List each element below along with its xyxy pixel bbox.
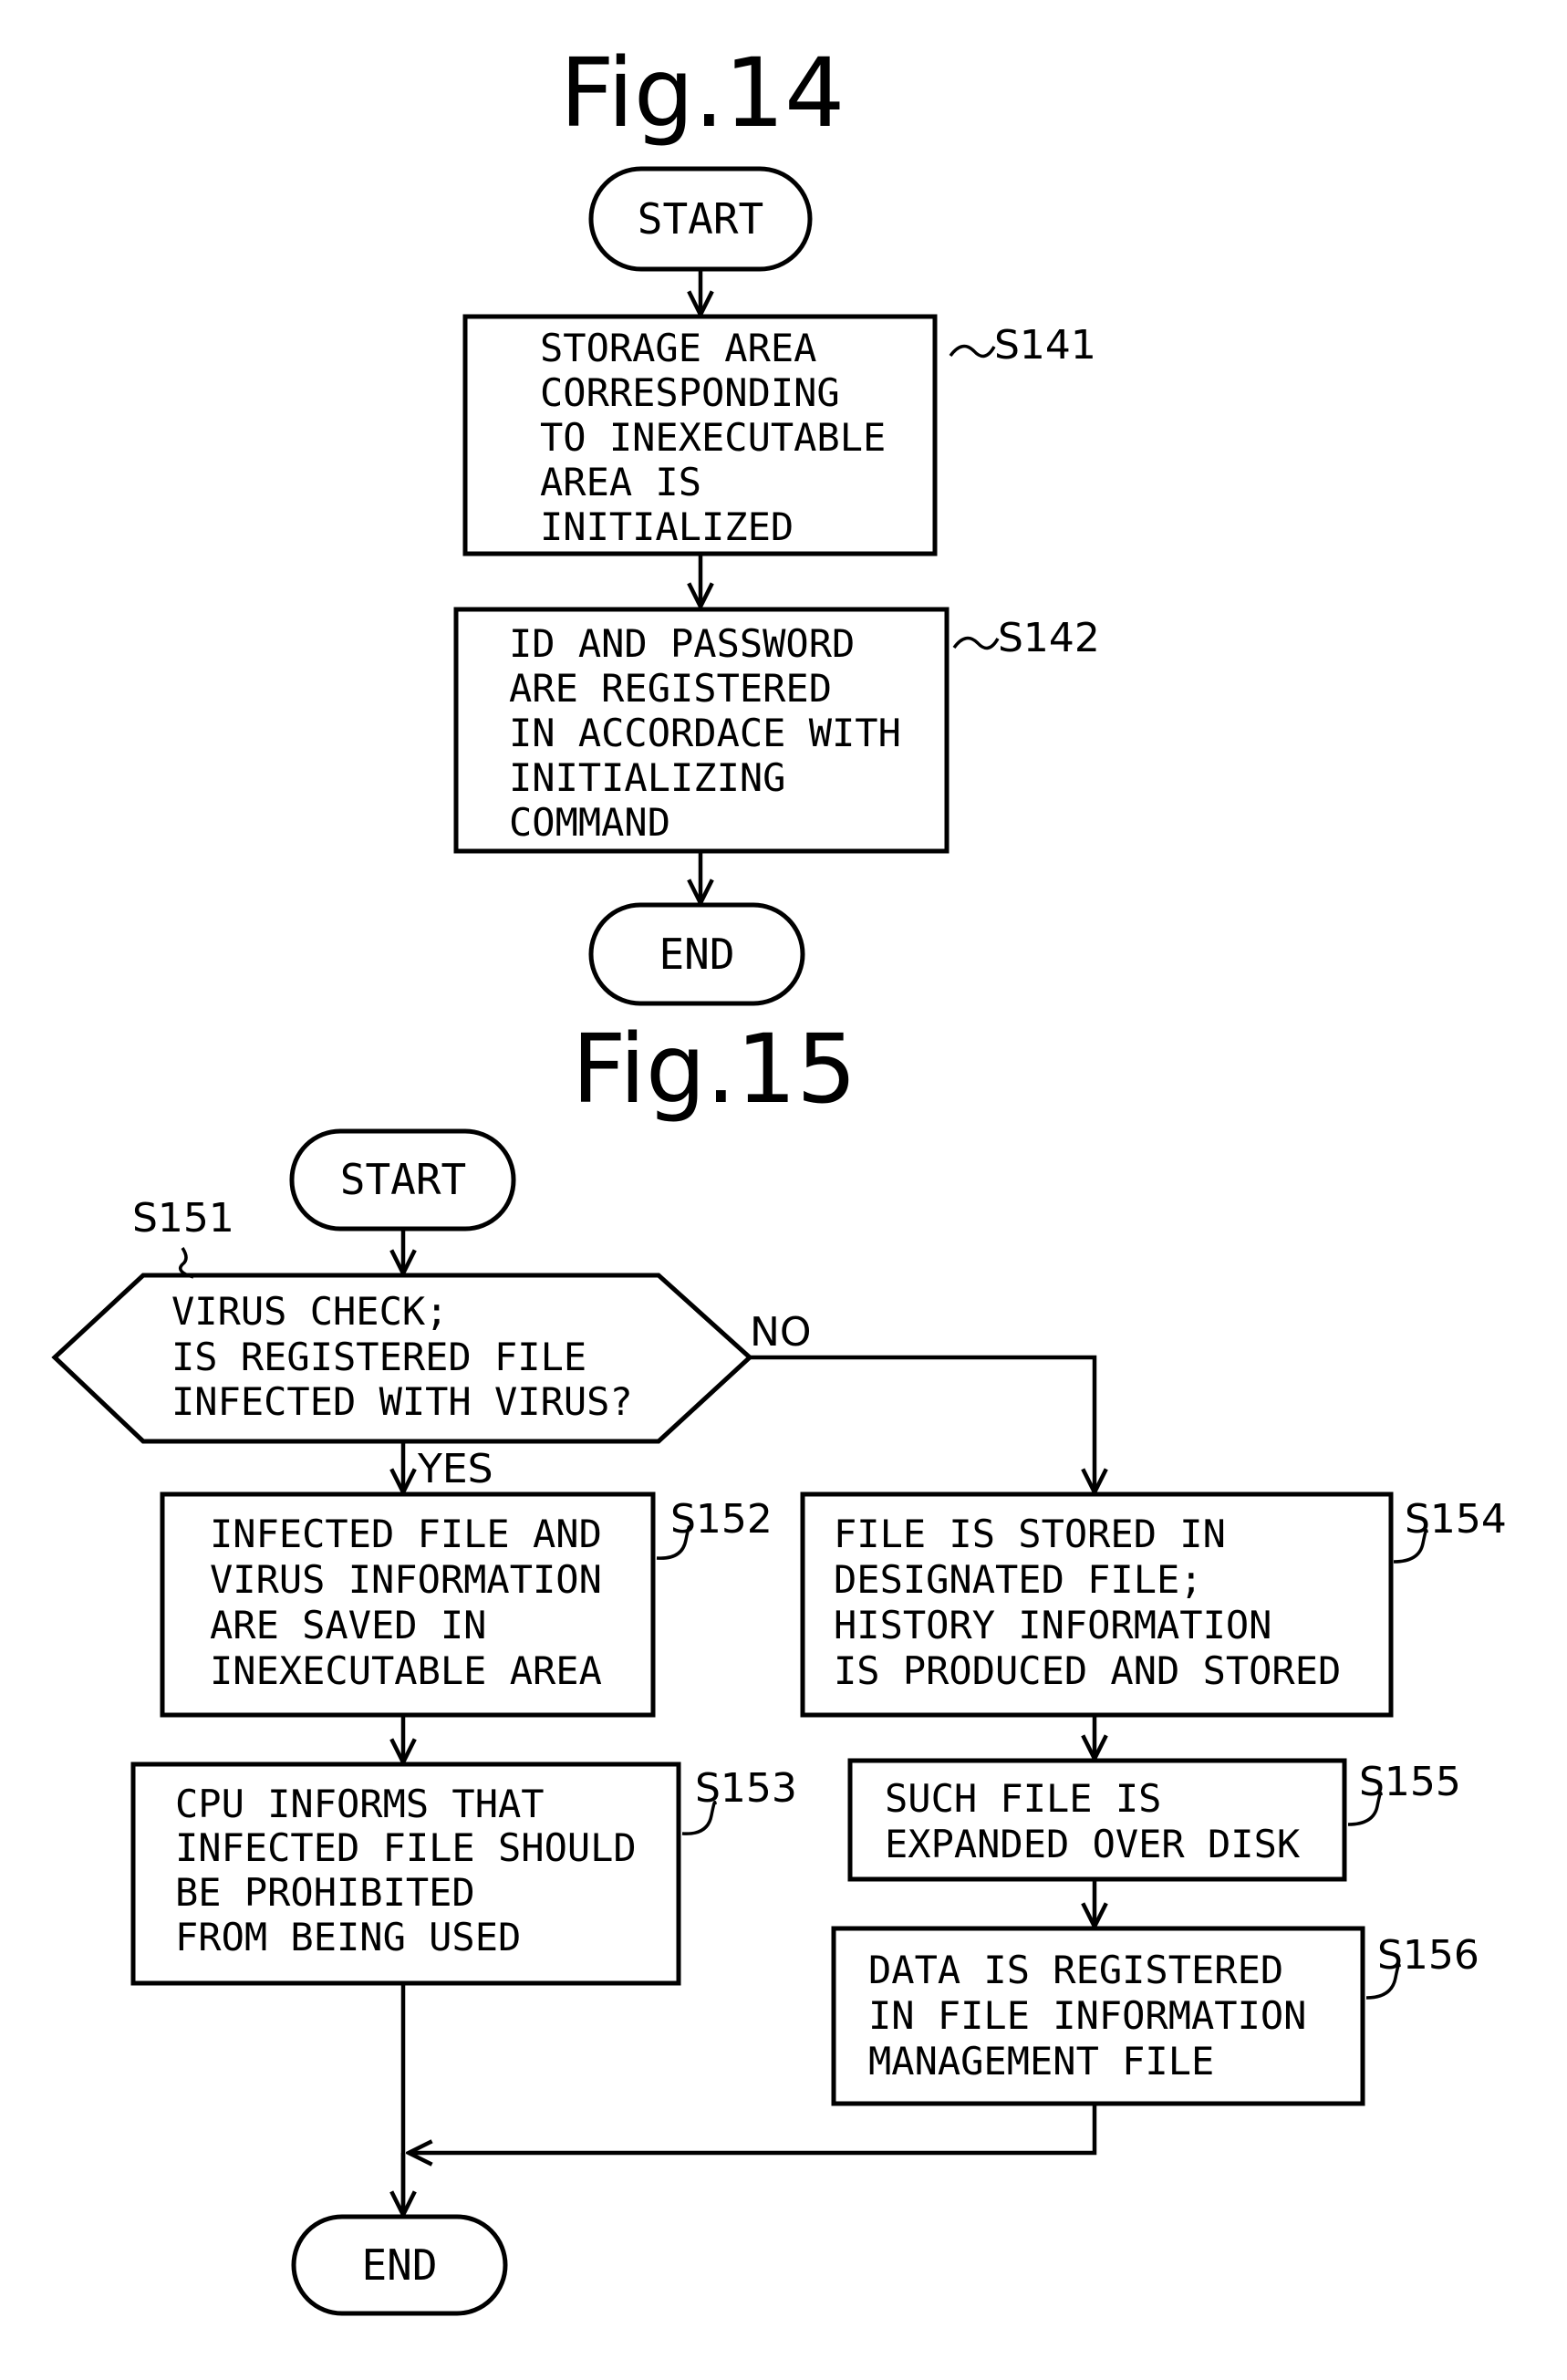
- fig14-title: Fig.14: [560, 37, 846, 149]
- s155-id: S155: [1359, 1759, 1461, 1805]
- fig15-arrow-no: [750, 1357, 1095, 1492]
- s142-id: S142: [998, 615, 1100, 661]
- fig15-step-s156: DATA IS REGISTERED IN FILE INFORMATION M…: [834, 1928, 1479, 2104]
- fig15-end-label: END: [361, 2240, 437, 2290]
- fig14-step-s141: STORAGE AREA CORRESPONDING TO INEXECUTAB…: [465, 317, 1096, 554]
- s152-line-3: ARE SAVED IN: [210, 1603, 486, 1647]
- s154-line-3: HISTORY INFORMATION: [834, 1603, 1271, 1647]
- fig15-yes-label: YES: [417, 1446, 493, 1492]
- s154-line-1: FILE IS STORED IN: [834, 1512, 1226, 1556]
- fig14-step-s142: ID AND PASSWORD ARE REGISTERED IN ACCORD…: [456, 609, 1100, 851]
- s152-line-2: VIRUS INFORMATION: [210, 1557, 602, 1602]
- s142-line-4: INITIALIZING: [509, 755, 785, 800]
- fig15: Fig.15 START VIRUS CHECK; IS REGISTERED …: [55, 1013, 1507, 2313]
- s152-id: S152: [670, 1496, 773, 1543]
- s156-line-3: MANAGEMENT FILE: [868, 2039, 1214, 2084]
- s156-line-2: IN FILE INFORMATION: [868, 1993, 1306, 2038]
- s155-line-2: EXPANDED OVER DISK: [885, 1822, 1301, 1866]
- s151-line-2: IS REGISTERED FILE: [171, 1335, 586, 1379]
- fig14-start-terminal: START: [591, 169, 810, 269]
- s151-id: S151: [132, 1195, 234, 1242]
- s141-line-5: INITIALIZED: [540, 504, 794, 549]
- fig15-arrow-s156-merge: [409, 2104, 1095, 2153]
- fig15-start-label: START: [340, 1155, 466, 1204]
- s156-line-1: DATA IS REGISTERED: [868, 1948, 1283, 1992]
- fig15-step-s153: CPU INFORMS THAT INFECTED FILE SHOULD BE…: [133, 1764, 797, 1983]
- fig15-title: Fig.15: [572, 1013, 857, 1125]
- fig14-end-label: END: [659, 930, 734, 979]
- s153-line-1: CPU INFORMS THAT: [175, 1782, 545, 1826]
- s141-line-3: TO INEXECUTABLE: [540, 415, 886, 460]
- s141-leader: [950, 347, 994, 357]
- s153-id: S153: [695, 1765, 797, 1812]
- s153-line-3: BE PROHIBITED: [175, 1870, 475, 1915]
- s154-line-2: DESIGNATED FILE;: [834, 1557, 1203, 1602]
- fig15-step-s154: FILE IS STORED IN DESIGNATED FILE; HISTO…: [803, 1494, 1507, 1715]
- s141-line-1: STORAGE AREA: [540, 326, 816, 370]
- fig15-step-s155: SUCH FILE IS EXPANDED OVER DISK S155: [850, 1759, 1461, 1879]
- fig14-end-terminal: END: [591, 905, 803, 1003]
- s142-line-2: ARE REGISTERED: [509, 666, 832, 711]
- s151-line-1: VIRUS CHECK;: [171, 1289, 448, 1334]
- s153-line-4: FROM BEING USED: [175, 1915, 521, 1959]
- s155-line-1: SUCH FILE IS: [885, 1776, 1161, 1821]
- s142-line-5: COMMAND: [509, 800, 670, 845]
- s156-id: S156: [1377, 1932, 1479, 1979]
- s152-line-4: INEXECUTABLE AREA: [210, 1648, 602, 1693]
- s154-line-4: IS PRODUCED AND STORED: [834, 1648, 1341, 1693]
- s154-id: S154: [1405, 1496, 1507, 1543]
- s151-line-3: INFECTED WITH VIRUS?: [171, 1379, 633, 1424]
- fig14-start-label: START: [638, 194, 763, 244]
- s141-id: S141: [994, 322, 1096, 369]
- s142-leader: [954, 639, 998, 649]
- s141-line-4: AREA IS: [540, 460, 701, 504]
- s141-line-2: CORRESPONDING: [540, 370, 840, 415]
- fig15-no-label: NO: [750, 1309, 812, 1356]
- s151-leader: [181, 1248, 193, 1277]
- s153-line-2: INFECTED FILE SHOULD: [175, 1825, 637, 1870]
- s152-line-1: INFECTED FILE AND: [210, 1512, 602, 1556]
- fig14: Fig.14 START STORAGE AREA CORRESPONDING …: [456, 37, 1100, 1003]
- s142-line-1: ID AND PASSWORD: [509, 621, 855, 666]
- fig15-step-s152: INFECTED FILE AND VIRUS INFORMATION ARE …: [162, 1494, 773, 1715]
- fig15-start-terminal: START: [292, 1131, 514, 1229]
- s142-line-3: IN ACCORDACE WITH: [509, 711, 901, 755]
- fig15-end-terminal: END: [294, 2217, 505, 2313]
